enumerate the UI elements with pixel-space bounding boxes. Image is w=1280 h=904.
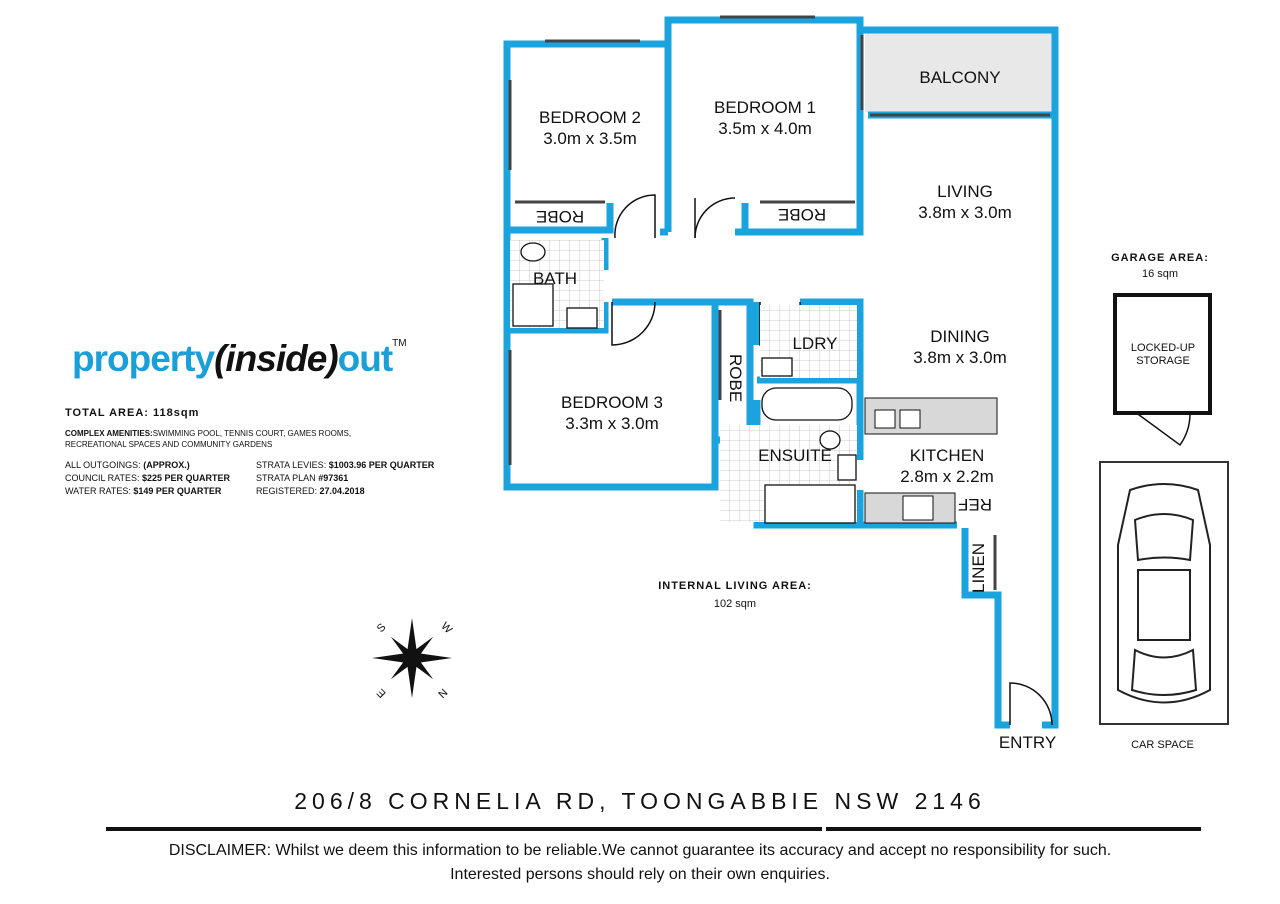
compass-icon <box>372 618 452 698</box>
amenities-line1: COMPLEX AMENITIES:SWIMMING POOL, TENNIS … <box>65 428 351 440</box>
ldry-label: LDRY <box>792 334 838 353</box>
brand-logo: property(inside)outTM <box>72 338 407 380</box>
car-space-label: CAR SPACE <box>1131 739 1194 751</box>
outgoings-label: ALL OUTGOINGS: <box>65 460 141 470</box>
room-label-bedroom3: BEDROOM 3 3.3m x 3.0m <box>552 392 672 434</box>
divider-right <box>826 827 1201 831</box>
strata-levies-value: $1003.96 PER QUARTER <box>328 460 435 470</box>
outgoings-value: (APPROX.) <box>143 460 190 470</box>
council-label: COUNCIL RATES: <box>65 473 140 483</box>
property-address: 206/8 CORNELIA RD, TOONGABBIE NSW 2146 <box>294 788 986 814</box>
logo-part3: out <box>337 338 394 379</box>
garage-title: GARAGE AREA: <box>1111 252 1209 264</box>
water-row: WATER RATES: $149 PER QUARTER <box>65 485 221 497</box>
dining-size: 3.8m x 3.0m <box>913 348 1007 367</box>
balcony-label: BALCONY <box>919 68 1001 87</box>
windows <box>508 15 1050 590</box>
living-size: 3.8m x 3.0m <box>918 203 1012 222</box>
kitchen-bench <box>864 397 998 524</box>
ref-label: REF <box>958 495 992 514</box>
water-value: $149 PER QUARTER <box>133 486 222 496</box>
total-area: TOTAL AREA: 118sqm <box>65 407 200 419</box>
storage-box <box>1113 293 1212 415</box>
internal-area-value: 102 sqm <box>713 598 757 610</box>
bedroom2-size: 3.0m x 3.5m <box>543 129 637 148</box>
entry-label: ENTRY <box>998 733 1057 752</box>
ensuite-label: ENSUITE <box>758 446 832 465</box>
living-name: LIVING <box>937 182 993 201</box>
bath-label: BATH <box>532 269 578 288</box>
outgoings-row: ALL OUTGOINGS: (APPROX.) <box>65 459 190 471</box>
amenities-label: COMPLEX AMENITIES: <box>65 429 153 438</box>
kitchen-size: 2.8m x 2.2m <box>900 467 994 486</box>
bedroom3-name: BEDROOM 3 <box>560 393 664 412</box>
council-value: $225 PER QUARTER <box>142 473 231 483</box>
car-icon <box>1117 483 1211 704</box>
storage-label: LOCKED-UP STORAGE <box>1130 342 1196 367</box>
strata-plan-row: STRATA PLAN #97361 <box>256 472 348 484</box>
bedroom1-name: BEDROOM 1 <box>713 98 817 117</box>
room-label-kitchen: KITCHEN 2.8m x 2.2m <box>887 445 1007 487</box>
strata-levies-row: STRATA LEVIES: $1003.96 PER QUARTER <box>256 459 434 471</box>
walls <box>503 16 1059 729</box>
room-label-living: LIVING 3.8m x 3.0m <box>905 181 1025 223</box>
logo-part2: (inside) <box>214 338 339 379</box>
registered-label: REGISTERED: <box>256 486 318 496</box>
registered-value: 27.04.2018 <box>319 486 365 496</box>
water-label: WATER RATES: <box>65 486 131 496</box>
kitchen-name: KITCHEN <box>909 446 985 465</box>
bedroom2-name: BEDROOM 2 <box>538 108 642 127</box>
disclaimer-line2: Interested persons should rely on their … <box>450 866 830 883</box>
garage-area: 16 sqm <box>1141 268 1179 280</box>
divider-left <box>106 827 822 831</box>
balcony-area <box>865 32 1055 112</box>
room-label-dining: DINING 3.8m x 3.0m <box>900 326 1020 368</box>
strata-plan-value: #97361 <box>318 473 349 483</box>
logo-part1: property <box>72 338 215 379</box>
robe-label-bedroom3: ROBE <box>726 353 745 403</box>
room-label-bedroom1: BEDROOM 1 3.5m x 4.0m <box>705 97 825 139</box>
strata-plan-label: STRATA PLAN <box>256 473 316 483</box>
dining-name: DINING <box>930 327 990 346</box>
fixtures <box>512 242 857 524</box>
bedroom1-size: 3.5m x 4.0m <box>718 119 812 138</box>
robe-label-bedroom2: ROBE <box>535 207 585 226</box>
strata-levies-label: STRATA LEVIES: <box>256 460 327 470</box>
logo-tm: TM <box>392 338 407 349</box>
council-row: COUNCIL RATES: $225 PER QUARTER <box>65 472 230 484</box>
linen-label: LINEN <box>969 542 988 594</box>
registered-row: REGISTERED: 27.04.2018 <box>256 485 365 497</box>
internal-area-title: INTERNAL LIVING AREA: <box>658 580 812 592</box>
robe-label-bedroom1: ROBE <box>777 205 827 224</box>
room-label-bedroom2: BEDROOM 2 3.0m x 3.5m <box>530 107 650 149</box>
amenities-value1: SWIMMING POOL, TENNIS COURT, GAMES ROOMS… <box>152 429 352 438</box>
amenities-line2: RECREATIONAL SPACES AND COMMUNITY GARDEN… <box>65 440 273 449</box>
bedroom3-size: 3.3m x 3.0m <box>565 414 659 433</box>
disclaimer-line1: DISCLAIMER: Whilst we deem this informat… <box>168 842 1112 859</box>
